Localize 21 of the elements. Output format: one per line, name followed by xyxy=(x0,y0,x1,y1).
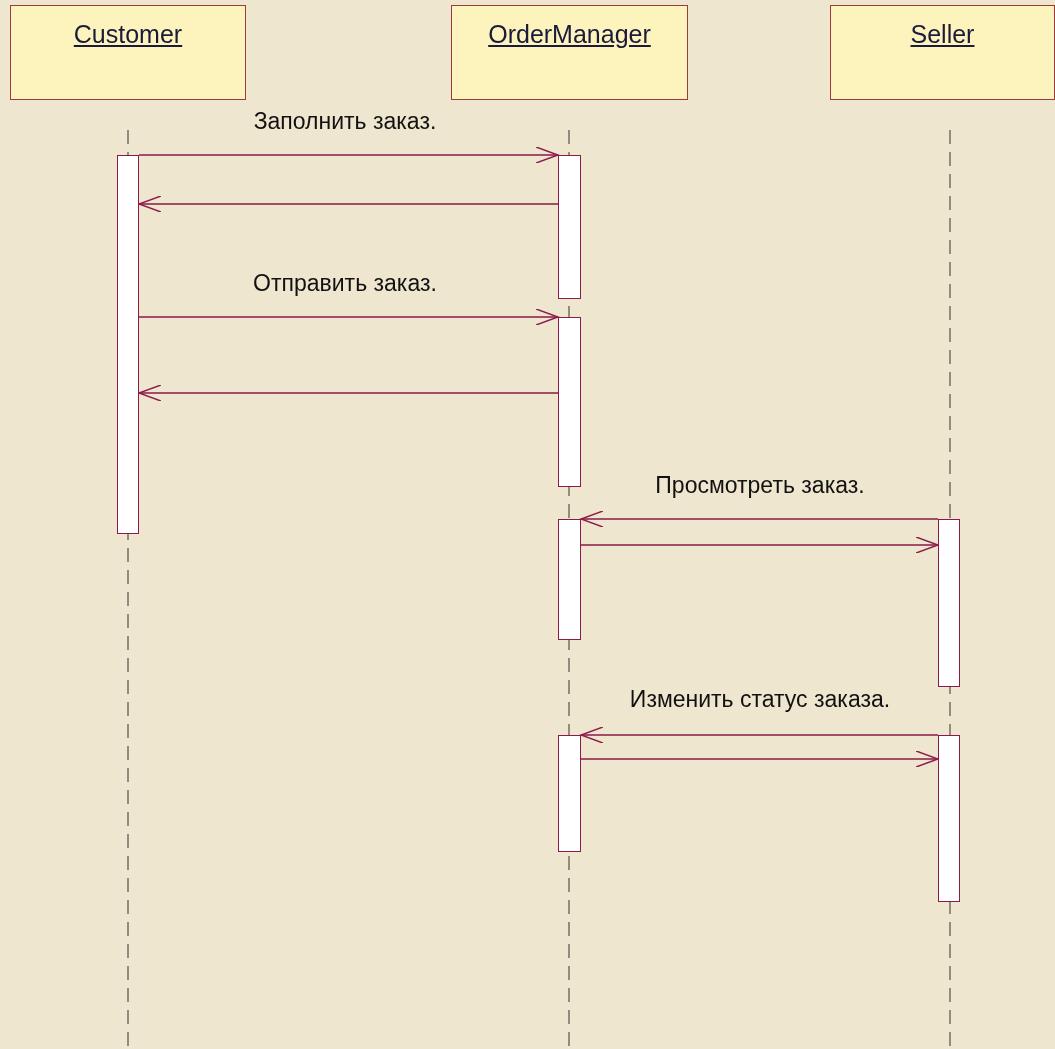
message-arrow xyxy=(580,750,939,768)
activation-bar xyxy=(558,155,581,299)
message-arrow xyxy=(580,726,939,744)
participant-box xyxy=(10,5,246,100)
message-arrow xyxy=(580,536,939,554)
activation-bar xyxy=(938,519,960,687)
participant-box xyxy=(830,5,1055,100)
participant-box xyxy=(451,5,688,100)
message-arrow xyxy=(138,308,559,326)
participant-name: Customer xyxy=(73,20,183,49)
activation-bar xyxy=(558,735,581,852)
message-arrow xyxy=(138,195,559,213)
activation-bar xyxy=(558,317,581,487)
message-arrow xyxy=(138,146,559,164)
participant-name: OrderManager xyxy=(488,20,651,49)
activation-bar xyxy=(117,155,139,534)
participant-name: Seller xyxy=(910,20,975,49)
message-arrow xyxy=(138,384,559,402)
activation-bar xyxy=(938,735,960,902)
message-arrow xyxy=(580,510,939,528)
activation-bar xyxy=(558,519,581,640)
